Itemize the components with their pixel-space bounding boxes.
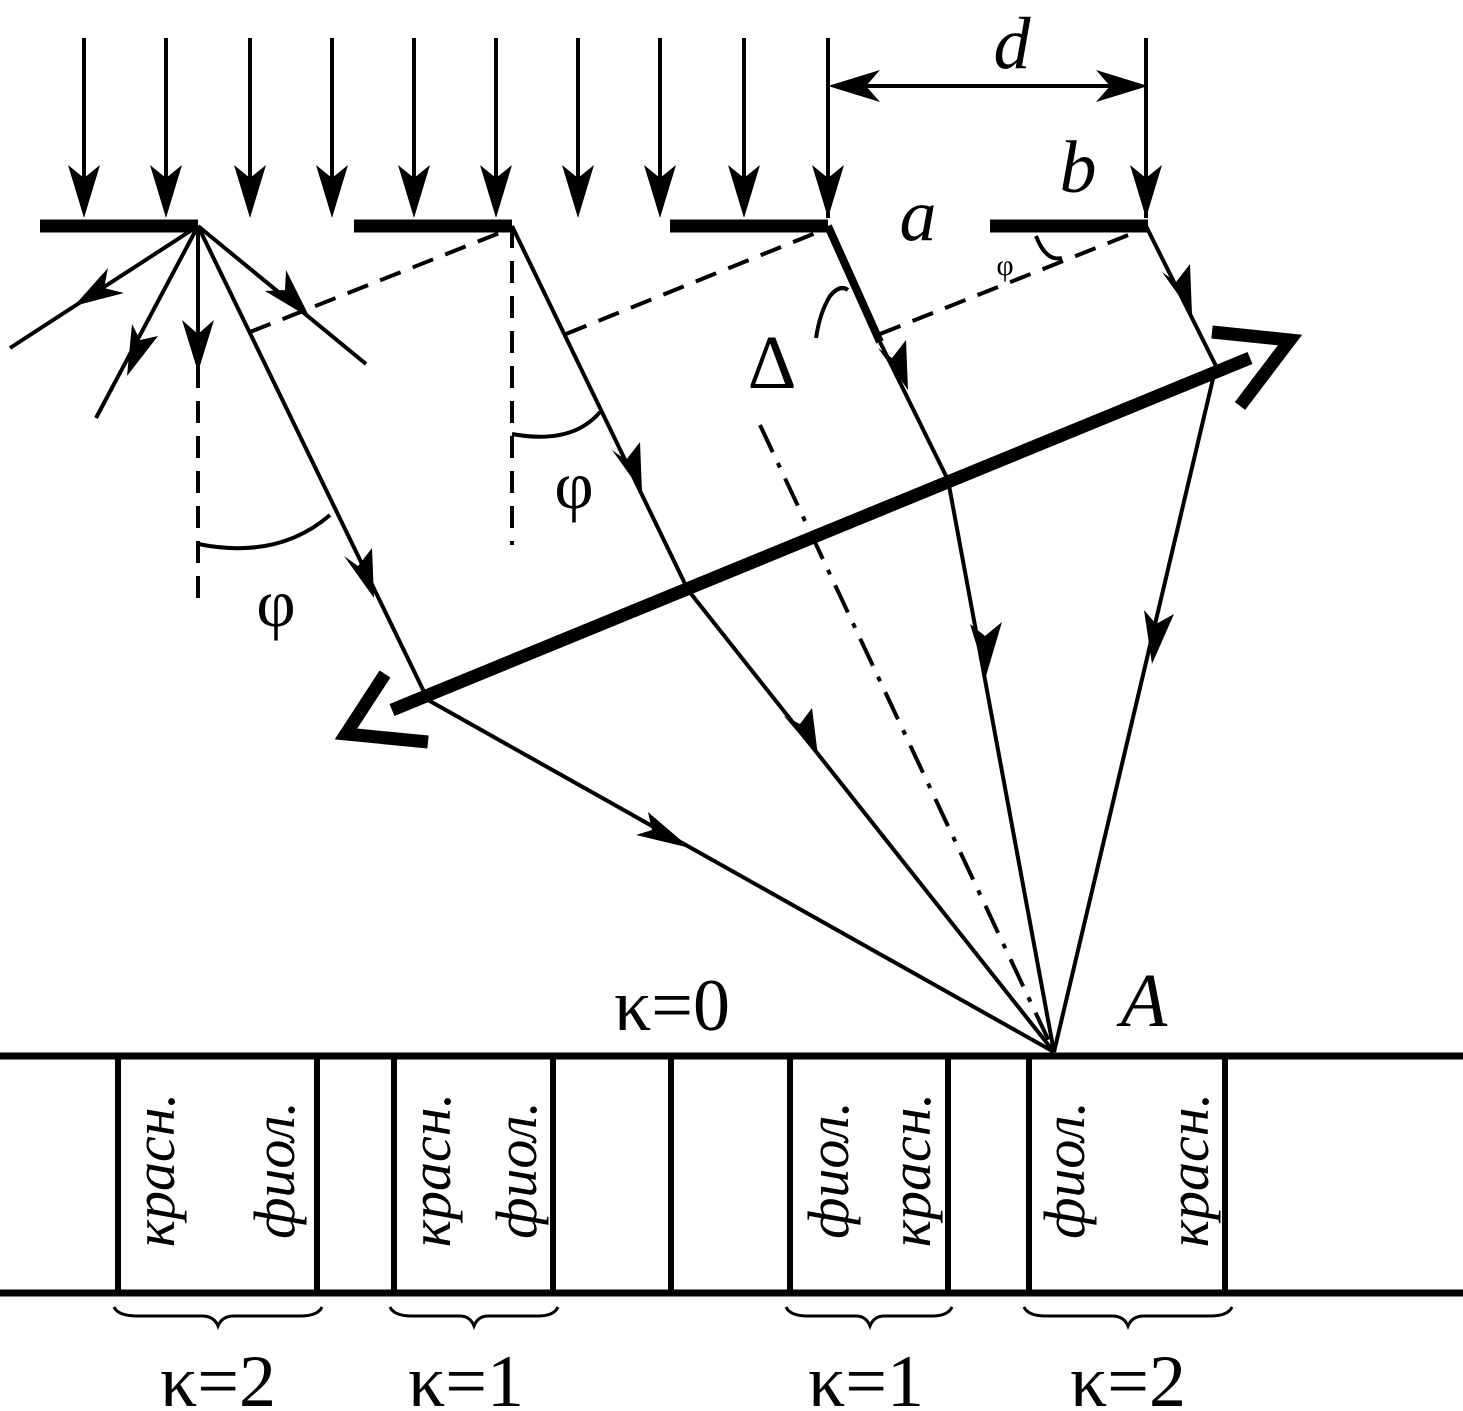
band-label-red: красн. <box>398 1093 463 1247</box>
diffracted-rays <box>196 225 1218 701</box>
band-label-violet: фиол. <box>1032 1101 1097 1239</box>
angle-arcs <box>197 235 1063 551</box>
label-order-k0: κ=0 <box>614 965 730 1047</box>
band-label-violet: фиол. <box>242 1101 307 1239</box>
label-delta: Δ <box>748 321 797 405</box>
label-order-k2-left: κ=2 <box>160 1341 276 1411</box>
spreading-rays <box>8 224 368 419</box>
label-order-k2-right: κ=2 <box>1070 1341 1186 1411</box>
label-b: b <box>1060 127 1097 209</box>
converging-ray-arrowheads <box>636 610 1174 848</box>
period-d-dimension <box>828 70 1148 102</box>
label-phi-middle: φ <box>554 447 593 523</box>
label-a: a <box>900 175 937 257</box>
band-label-red: красн. <box>1156 1093 1221 1247</box>
band-label-red: красн. <box>122 1093 187 1247</box>
label-d: d <box>994 3 1032 85</box>
diffracted-ray-arrowheads <box>344 264 1192 598</box>
screen <box>0 1052 1463 1297</box>
lens <box>334 325 1303 749</box>
label-order-k1-right: κ=1 <box>808 1341 924 1411</box>
label-phi-left: φ <box>256 565 295 641</box>
label-phi-small: φ <box>996 249 1013 282</box>
band-label-violet: фиол. <box>484 1101 549 1239</box>
band-label-red: красн. <box>878 1093 943 1247</box>
order-braces <box>112 1306 1234 1331</box>
band-label-violet: фиол. <box>796 1101 861 1239</box>
spectrum-dividers <box>115 1056 1228 1293</box>
label-order-k1-left: κ=1 <box>408 1341 524 1411</box>
incident-arrowheads <box>68 165 1162 218</box>
optical-axis <box>758 424 1056 1053</box>
label-point-A: A <box>1116 959 1168 1043</box>
path-difference-segment <box>824 224 884 344</box>
converging-rays <box>427 365 1218 1054</box>
